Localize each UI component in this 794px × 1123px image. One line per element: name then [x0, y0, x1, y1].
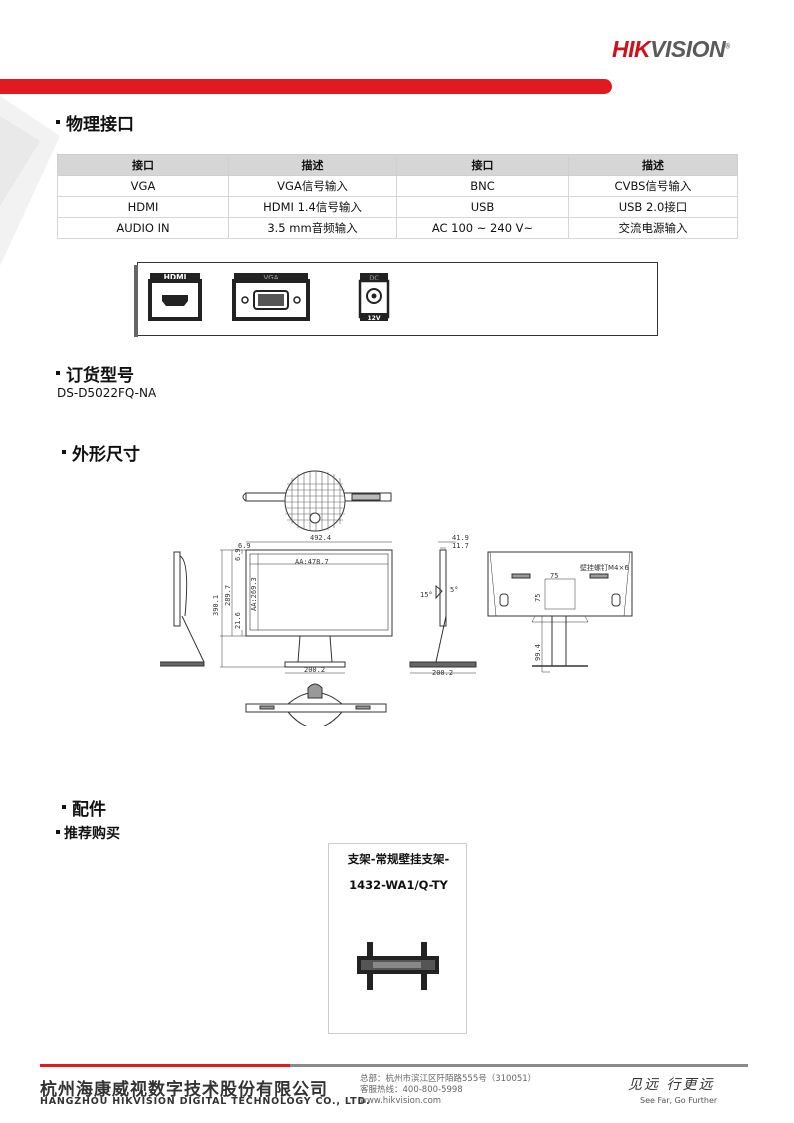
front-view-drawing: [220, 541, 393, 674]
footer-website[interactable]: www.hikvision.com: [360, 1096, 442, 1106]
dim-depth-panel: 11.7: [452, 542, 469, 550]
footer-hotline: 客服热线：400-800-5998: [360, 1085, 463, 1095]
table-header: 接口: [57, 154, 229, 176]
table-cell: BNC: [396, 175, 569, 197]
right-side-view-drawing: [409, 541, 477, 674]
table-cell: USB 2.0接口: [568, 196, 738, 218]
accessory-title-line1: 支架-常规壁挂支架-: [347, 852, 450, 866]
table-cell: HDMI 1.4信号输入: [228, 196, 397, 218]
accessory-card[interactable]: 支架-常规壁挂支架- 1432-WA1/Q-TY: [328, 843, 467, 1034]
interface-table: 接口 描述 接口 描述 VGA VGA信号输入 BNC CVBS信号输入 HDM…: [57, 154, 738, 239]
hdmi-port-icon: HDMI: [148, 273, 202, 321]
section-title-order: 订货型号: [56, 361, 134, 386]
table-header-row: 接口 描述 接口 描述: [57, 154, 738, 176]
table-cell: VGA信号输入: [228, 175, 397, 197]
table-cell: HDMI: [57, 196, 229, 218]
footer-slogan-cn: 见远 行更远: [628, 1077, 715, 1093]
dim-top-border: 6.9: [238, 542, 251, 550]
dc-port-icon: DC 12V: [358, 273, 390, 322]
table-cell: AC 100 ~ 240 V~: [396, 217, 569, 239]
footer-company-cn: 杭州海康威视数字技术股份有限公司: [40, 1080, 328, 1100]
subsection-title-recommended: 推荐购买: [56, 823, 120, 843]
table-row: VGA VGA信号输入 BNC CVBS信号输入: [57, 175, 738, 197]
dim-side-border: 6.9: [234, 548, 242, 561]
table-cell: 交流电源输入: [568, 217, 738, 239]
accessory-title-line2: 1432-WA1/Q-TY: [349, 878, 448, 892]
dc-port-label: DC: [369, 274, 379, 282]
dim-vesa-v: 75: [534, 594, 542, 602]
table-cell: VGA: [57, 175, 229, 197]
wall-mount-bracket-image: [357, 942, 439, 990]
dim-tilt-back: 15°: [420, 591, 433, 599]
top-view-drawing: [242, 470, 392, 532]
section-title-accessories: 配件: [62, 795, 106, 820]
bottom-view-drawing: [245, 683, 387, 726]
dim-depth-max: 41.9: [452, 534, 469, 542]
table-cell: CVBS信号输入: [568, 175, 738, 197]
dim-stand-height: 99.4: [534, 644, 542, 661]
dim-bottom-border: 21.6: [234, 612, 242, 629]
section-title-interfaces: 物理接口: [56, 110, 134, 135]
dim-base-width-side: 200.2: [432, 669, 453, 677]
dimensions-drawing: 492.4 6.9 AA:478.7 390.1 289.7 AA:269.3 …: [160, 470, 633, 726]
footer-company-en: HANGZHOU HIKVISION DIGITAL TECHNOLOGY CO…: [40, 1096, 371, 1107]
ports-diagram: HDMI VGA DC 12V: [134, 262, 658, 337]
ports-illustration: HDMI VGA DC 12V: [148, 273, 390, 322]
table-header: 接口: [396, 154, 569, 176]
footer-address: 总部：杭州市滨江区阡陌路555号（310051）: [360, 1074, 537, 1084]
table-row: AUDIO IN 3.5 mm音频输入 AC 100 ~ 240 V~ 交流电源…: [57, 217, 738, 239]
table-row: HDMI HDMI 1.4信号输入 USB USB 2.0接口: [57, 196, 738, 218]
table-header: 描述: [568, 154, 738, 176]
table-cell: AUDIO IN: [57, 217, 229, 239]
dim-aa-height: AA:269.3: [250, 577, 258, 611]
dim-width: 492.4: [310, 534, 331, 542]
dim-aa-width: AA:478.7: [295, 558, 329, 566]
vga-port-label: VGA: [263, 274, 278, 282]
header-red-bar: [0, 79, 612, 94]
footer-grey-line: [290, 1064, 748, 1067]
dim-height-total: 390.1: [212, 595, 220, 616]
dim-vesa-h: 75: [550, 572, 558, 580]
table-cell: USB: [396, 196, 569, 218]
vesa-screw-note: 壁挂螺钉M4×6: [580, 563, 629, 572]
table-header: 描述: [228, 154, 397, 176]
section-title-dimensions: 外形尺寸: [62, 440, 140, 465]
footer-slogan-en: See Far, Go Further: [640, 1096, 718, 1105]
footer-contact-info: 总部：杭州市滨江区阡陌路555号（310051） 客服热线：400-800-59…: [360, 1074, 536, 1107]
decorative-background-shape: [0, 96, 60, 266]
dc-voltage-label: 12V: [368, 315, 381, 322]
footer-red-line: [40, 1064, 290, 1067]
hikvision-logo: HIKVISION®: [612, 36, 730, 62]
hdmi-port-label: HDMI: [164, 273, 187, 282]
rear-view-drawing: [487, 551, 633, 673]
order-model-number: DS-D5022FQ-NA: [57, 386, 157, 400]
vga-port-icon: VGA: [232, 273, 310, 321]
dim-base-width: 200.2: [304, 666, 325, 674]
dim-screen-height: 289.7: [224, 585, 232, 606]
left-side-view-drawing: [160, 551, 205, 667]
table-cell: 3.5 mm音频输入: [228, 217, 397, 239]
dim-tilt-front: 5°: [450, 586, 458, 594]
